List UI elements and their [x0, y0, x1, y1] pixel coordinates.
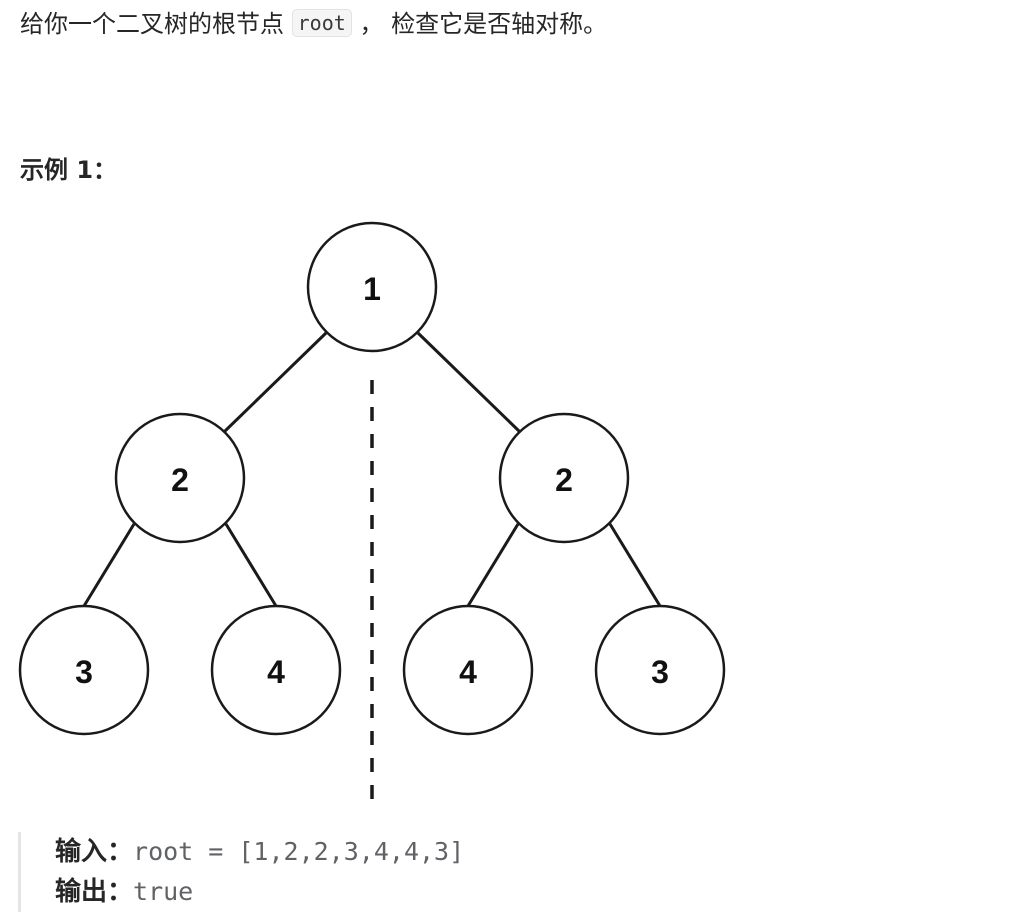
edge-2-4-left	[224, 523, 278, 607]
input-value: root = [1,2,2,3,4,4,3]	[133, 837, 465, 866]
description-text-before: 给你一个二叉树的根节点	[20, 10, 292, 38]
example-output-line: 输出：true	[55, 872, 464, 912]
node-label: 3	[651, 654, 669, 690]
node-label: 4	[267, 654, 285, 690]
output-label: 输出：	[55, 877, 134, 907]
tree-node-left-right: 4	[210, 604, 342, 736]
node-label: 2	[555, 462, 573, 498]
node-label: 3	[75, 654, 93, 690]
problem-description: 给你一个二叉树的根节点 root ， 检查它是否轴对称。	[20, 4, 607, 43]
tree-node-root: 1	[306, 221, 438, 353]
tree-node-left-left: 3	[18, 604, 150, 736]
tree-node-right-right: 3	[594, 604, 726, 736]
edge-2-4-right	[466, 523, 520, 607]
node-label: 4	[459, 654, 477, 690]
inline-code-root: root	[291, 9, 352, 37]
example-io-block: 输入：root = [1,2,2,3,4,4,3] 输出：true	[18, 832, 464, 912]
example-input-line: 输入：root = [1,2,2,3,4,4,3]	[55, 832, 464, 872]
symmetric-tree-diagram: 1 2 2 3 4 4 3	[18, 221, 726, 800]
tree-node-left-child: 2	[114, 412, 246, 544]
tree-node-right-child: 2	[498, 412, 630, 544]
edge-2-3-left	[82, 523, 136, 607]
edge-2-3-right	[608, 523, 662, 607]
edge-1-2-right	[416, 331, 522, 434]
edge-1-2-left	[222, 331, 328, 434]
output-value: true	[133, 877, 194, 906]
input-label: 输入：	[55, 837, 134, 867]
description-text-after: ， 检查它是否轴对称。	[351, 10, 608, 38]
example-title: 示例 1：	[20, 156, 118, 184]
node-label: 2	[171, 462, 189, 498]
tree-node-right-left: 4	[402, 604, 534, 736]
node-label: 1	[363, 271, 381, 307]
